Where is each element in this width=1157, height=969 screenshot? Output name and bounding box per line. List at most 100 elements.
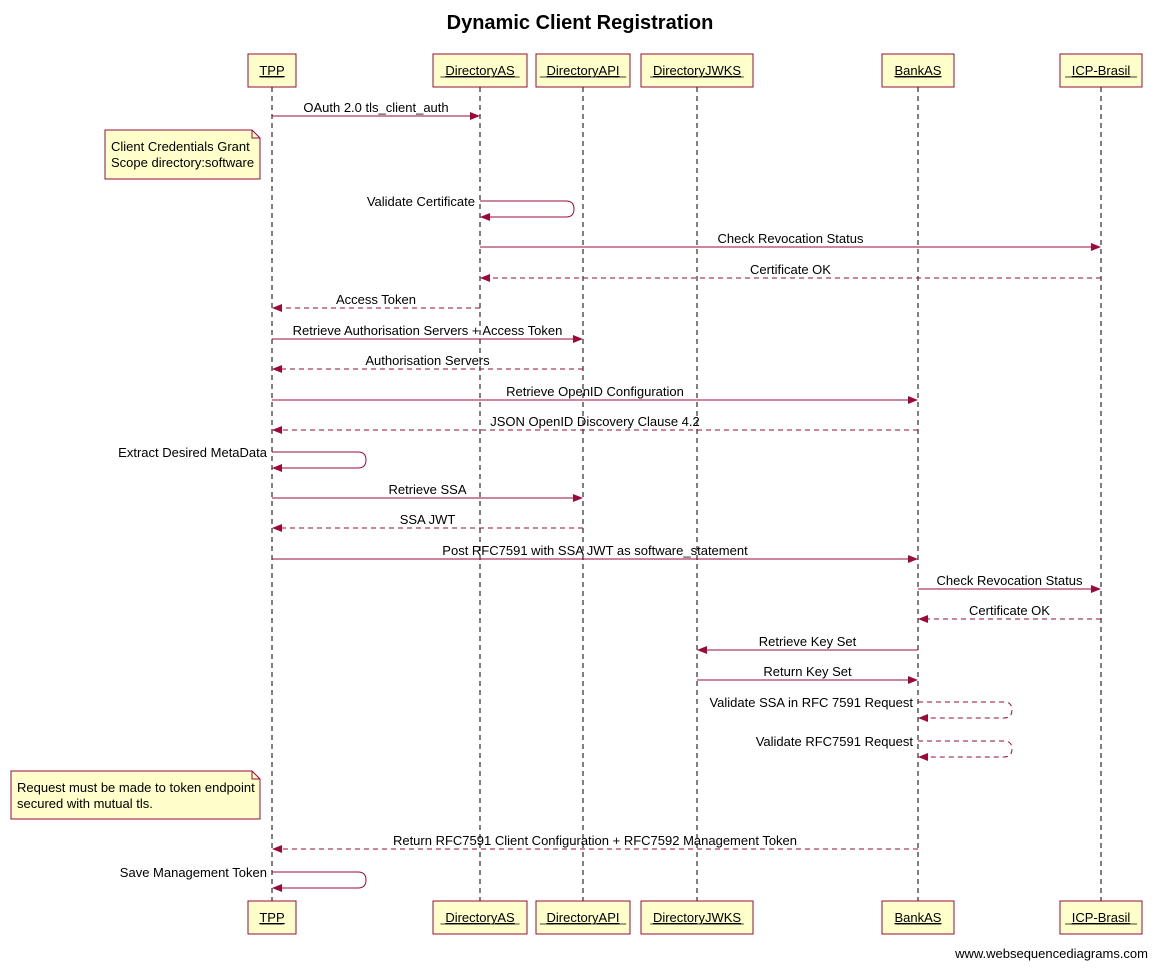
participant-box — [535, 53, 631, 88]
message-label: Retrieve OpenID Configuration — [506, 384, 684, 399]
participant-box — [247, 900, 297, 935]
message-ssa-jwt: SSA JWT — [272, 512, 583, 532]
diagram-title: Dynamic Client Registration — [447, 12, 714, 34]
participant-box — [1059, 900, 1143, 935]
participant-label: TPP — [259, 910, 284, 925]
message-post-rfc7591-with-ssa-jwt-as-software-statement: Post RFC7591 with SSA JWT as software_st… — [272, 543, 918, 563]
participant-label: DirectoryAS — [445, 910, 515, 925]
participant-icp-brasil-top: ICP-Brasil — [1059, 53, 1143, 88]
message-label: Retrieve SSA — [388, 482, 466, 497]
message-retrieve-key-set: Retrieve Key Set — [697, 634, 918, 654]
message-extract-desired-metadata: Extract Desired MetaData — [118, 445, 367, 472]
message-return-rfc7591-client-configuration-rfc7592-management-token: Return RFC7591 Client Configuration + RF… — [272, 833, 918, 853]
message-label: Retrieve Key Set — [759, 634, 857, 649]
participant-directoryjwks-top: DirectoryJWKS — [640, 53, 754, 88]
message-return-key-set: Return Key Set — [697, 664, 918, 684]
message-label: Check Revocation Status — [937, 573, 1083, 588]
message-label: Access Token — [336, 292, 416, 307]
note-line: Client Credentials Grant — [111, 139, 250, 154]
participant-label: ICP-Brasil — [1072, 910, 1131, 925]
message-label: Certificate OK — [969, 603, 1050, 618]
participant-box — [432, 900, 528, 935]
message-access-token: Access Token — [272, 292, 480, 312]
participant-label: TPP — [259, 63, 284, 78]
message-label: SSA JWT — [400, 512, 456, 527]
participant-label: DirectoryAS — [445, 63, 515, 78]
participant-box — [640, 53, 754, 88]
message-label: Return Key Set — [763, 664, 852, 679]
participant-label: DirectoryJWKS — [653, 910, 741, 925]
message-check-revocation-status: Check Revocation Status — [918, 573, 1101, 593]
participant-boxes: TPP TPP DirectoryAS DirectoryAS DirectoryAPI… — [247, 53, 1143, 935]
participant-label: DirectoryJWKS — [653, 63, 741, 78]
message-validate-rfc7591-request: Validate RFC7591 Request — [756, 734, 1013, 761]
watermark: www.websequencediagrams.com — [954, 946, 1148, 961]
message-oauth-2-0-tls-client-auth: OAuth 2.0 tls_client_auth — [272, 100, 480, 120]
message-certificate-ok: Certificate OK — [918, 603, 1101, 623]
participant-label: BankAS — [895, 910, 942, 925]
message-label: Authorisation Servers — [365, 353, 490, 368]
note-fold — [251, 771, 260, 780]
participant-label: DirectoryAPI — [547, 910, 620, 925]
self-message-arrow — [272, 871, 367, 892]
message-authorisation-servers: Authorisation Servers — [272, 353, 583, 373]
self-message-arrow — [918, 740, 1013, 761]
note-line: Scope directory:software — [111, 155, 254, 170]
message-retrieve-openid-configuration: Retrieve OpenID Configuration — [272, 384, 918, 404]
participant-box — [247, 53, 297, 88]
participant-directoryas-top: DirectoryAS — [432, 53, 528, 88]
message-retrieve-authorisation-servers-access-token: Retrieve Authorisation Servers + Access … — [272, 323, 583, 343]
message-label: Certificate OK — [750, 262, 831, 277]
note-fold — [251, 130, 260, 139]
message-check-revocation-status: Check Revocation Status — [480, 231, 1101, 251]
self-message-arrow — [918, 701, 1013, 722]
note-line: secured with mutual tls. — [17, 796, 153, 811]
participant-box — [1059, 53, 1143, 88]
participant-label: BankAS — [895, 63, 942, 78]
message-label: Validate RFC7591 Request — [756, 734, 914, 749]
participant-label: ICP-Brasil — [1072, 63, 1131, 78]
participant-bankas-top: BankAS — [881, 53, 955, 88]
message-label: OAuth 2.0 tls_client_auth — [303, 100, 448, 115]
message-label: Retrieve Authorisation Servers + Access … — [293, 323, 563, 338]
message-label: Check Revocation Status — [718, 231, 864, 246]
message-validate-ssa-in-rfc-7591-request: Validate SSA in RFC 7591 Request — [709, 695, 1013, 722]
participant-bankas-bottom: BankAS — [881, 900, 955, 935]
lifelines — [271, 87, 1102, 901]
message-label: JSON OpenID Discovery Clause 4.2 — [490, 414, 700, 429]
self-message-arrow — [272, 451, 367, 472]
participant-directoryjwks-bottom: DirectoryJWKS — [640, 900, 754, 935]
message-label: Validate Certificate — [367, 194, 475, 209]
message-label: Post RFC7591 with SSA JWT as software_st… — [442, 543, 748, 558]
message-retrieve-ssa: Retrieve SSA — [272, 482, 583, 502]
note-box — [104, 129, 261, 180]
participant-box — [535, 900, 631, 935]
participant-directoryas-bottom: DirectoryAS — [432, 900, 528, 935]
participant-box — [881, 53, 955, 88]
note-2: Request must be made to token endpointse… — [10, 770, 261, 820]
message-certificate-ok: Certificate OK — [480, 262, 1101, 282]
self-message-arrow — [480, 200, 575, 221]
note-line: Request must be made to token endpoint — [17, 780, 255, 795]
participant-label: DirectoryAPI — [547, 63, 620, 78]
message-label: Save Management Token — [120, 865, 267, 880]
participant-tpp-bottom: TPP — [247, 900, 297, 935]
message-validate-certificate: Validate Certificate — [367, 194, 575, 221]
message-json-openid-discovery-clause-4-2: JSON OpenID Discovery Clause 4.2 — [272, 414, 918, 434]
participant-box — [432, 53, 528, 88]
message-save-management-token: Save Management Token — [120, 865, 367, 892]
message-label: Return RFC7591 Client Configuration + RF… — [393, 833, 797, 848]
participant-directoryapi-top: DirectoryAPI — [535, 53, 631, 88]
participant-icp-brasil-bottom: ICP-Brasil — [1059, 900, 1143, 935]
participant-box — [640, 900, 754, 935]
message-label: Extract Desired MetaData — [118, 445, 268, 460]
participant-tpp-top: TPP — [247, 53, 297, 88]
message-label: Validate SSA in RFC 7591 Request — [709, 695, 913, 710]
participant-directoryapi-bottom: DirectoryAPI — [535, 900, 631, 935]
participant-box — [881, 900, 955, 935]
note-box — [10, 770, 261, 820]
